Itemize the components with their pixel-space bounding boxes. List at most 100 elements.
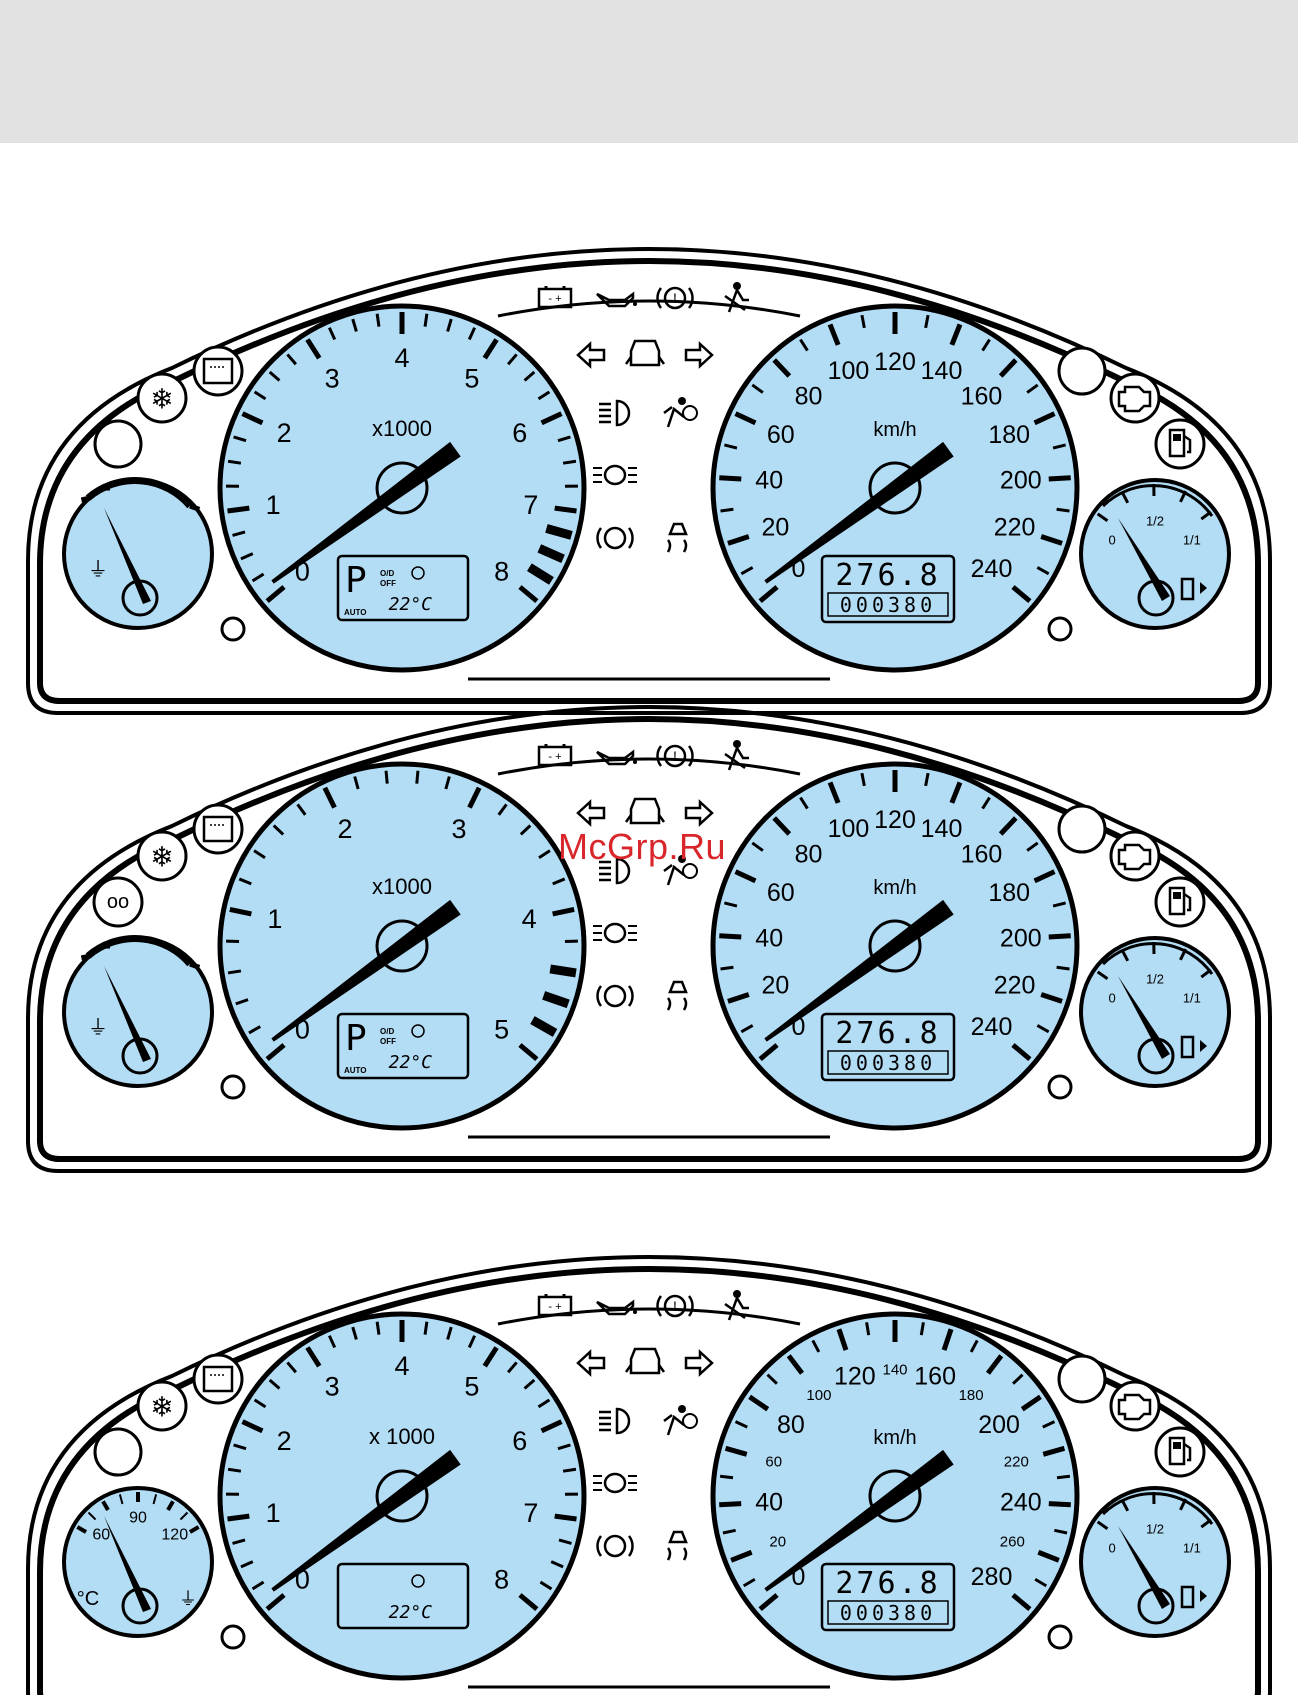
traction-control-icon: [666, 980, 688, 1011]
cruise-icon: [411, 566, 425, 580]
needle: [764, 899, 954, 1042]
tick: [558, 1538, 572, 1545]
trans-lcd: [336, 1562, 470, 1630]
fuel-pump-mini-icon: [1180, 1585, 1195, 1609]
fuel-pump-icon: [1154, 418, 1206, 470]
tick: [497, 803, 508, 816]
tick: [540, 411, 563, 426]
tick-label: 40: [755, 467, 783, 495]
tick-label: 20: [761, 514, 789, 542]
tach-hub: [375, 461, 429, 515]
tick: [758, 1593, 779, 1612]
tick: [557, 1443, 571, 1451]
fuel-pump-mini-icon: [1180, 577, 1195, 601]
tick: [423, 1321, 429, 1335]
engine-glyph: [1117, 385, 1152, 413]
tick: [233, 435, 247, 443]
tick: [557, 435, 571, 443]
battery-signs: - +: [548, 293, 561, 305]
oil-pressure-icon: [596, 291, 637, 308]
brake-mark: !: [673, 748, 677, 764]
tick: [1034, 1577, 1048, 1588]
blank-warning-light: [1057, 346, 1107, 396]
temp-tick: [101, 1500, 110, 1512]
tick: [727, 992, 750, 1004]
tick: [1054, 1528, 1068, 1535]
tick: [1036, 566, 1050, 576]
tick: [1011, 1593, 1032, 1612]
trim-arc: [497, 757, 801, 776]
temp-tick: [80, 495, 91, 503]
tick: [540, 1419, 563, 1434]
temp-tick: [166, 1500, 175, 1512]
tick: [799, 796, 809, 810]
tick: [1033, 869, 1056, 884]
trip-value: 276.8: [835, 1016, 940, 1051]
tick: [985, 1354, 1004, 1375]
door-open-glyph: [202, 815, 234, 843]
fuel-tick: [1096, 970, 1109, 980]
tick: [227, 1513, 250, 1522]
tick: [272, 824, 285, 836]
blank-warning-light: [1057, 1354, 1107, 1404]
odometer-lcd: [820, 554, 956, 624]
tick: [786, 1354, 805, 1375]
tick: [969, 1339, 979, 1353]
speedo-hub: [868, 461, 922, 515]
tick-label: 3: [325, 1371, 340, 1401]
door-open-glyph: [202, 1365, 234, 1393]
tick-label: 280: [971, 1563, 1013, 1591]
abs-icon: [596, 1534, 634, 1558]
tick-label: 3: [325, 363, 340, 393]
tick: [538, 849, 551, 859]
tick-label: 60: [767, 421, 795, 449]
tick-label: 120: [874, 348, 916, 376]
tick: [981, 338, 991, 352]
auto-label: AUTO: [344, 1066, 367, 1075]
tick: [924, 772, 930, 787]
warning-lights: - +!: [537, 282, 749, 553]
brake-icon: !: [656, 744, 694, 768]
tick: [545, 524, 573, 540]
cruise-icon: [411, 1024, 425, 1038]
needle: [271, 1449, 461, 1592]
abs-icon: [596, 984, 634, 1008]
fuel-gauge: 01/21/1: [1079, 478, 1231, 630]
tick-label: 5: [464, 1371, 479, 1401]
reset-knob-left: [220, 616, 246, 642]
tick: [562, 459, 577, 465]
tick: [1037, 1549, 1060, 1563]
tick: [1056, 965, 1070, 971]
coolant-icon: ⏚: [88, 559, 108, 581]
trim-arc: [497, 1307, 801, 1326]
tick-label: 220: [994, 972, 1036, 1000]
fuel-gauge: 01/21/1: [1079, 1486, 1231, 1638]
tick: [1011, 585, 1032, 604]
fuel-tick: [1120, 1499, 1130, 1512]
tick-label: 8: [494, 557, 509, 587]
tick: [1042, 1445, 1066, 1457]
temp-tick: [188, 1525, 200, 1534]
tick-label: 240: [971, 1013, 1013, 1041]
tick: [286, 1361, 298, 1374]
tick-label: 1: [266, 490, 281, 520]
tick-label: 120: [874, 806, 916, 834]
fuel-label: 1/2: [1146, 972, 1164, 987]
tick: [240, 552, 254, 561]
tick: [467, 327, 477, 341]
tick: [375, 1321, 381, 1335]
reset-knob-right: [1047, 1624, 1073, 1650]
odometer-value: 000380: [840, 593, 936, 617]
tick: [1020, 1394, 1042, 1412]
brake-icon: !: [656, 286, 694, 310]
fuel-tick: [1200, 1518, 1212, 1529]
battery-signs: - +: [548, 1301, 561, 1313]
tick-label: 2: [337, 814, 352, 844]
seatbelt-icon: [724, 282, 749, 313]
fuel-dial: [1079, 1486, 1231, 1638]
snowflake-glyph: ❄: [150, 1392, 173, 1423]
tick: [1011, 1043, 1032, 1062]
